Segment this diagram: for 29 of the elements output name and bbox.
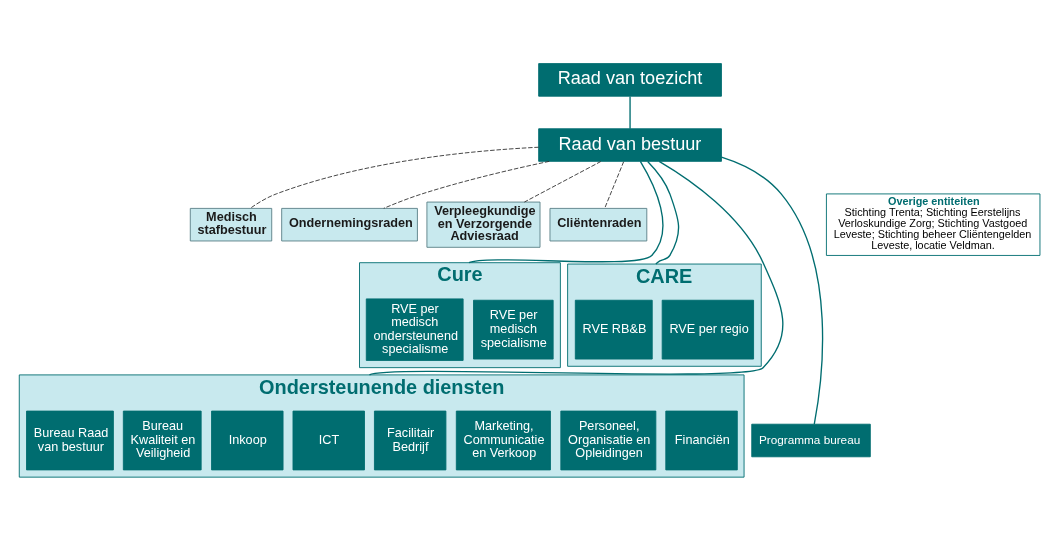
connector — [604, 161, 625, 209]
node-box: Bureau Kwaliteit en Veiligheid — [122, 410, 202, 471]
node-box: Programma bureau — [751, 423, 871, 458]
node-box: Raad van bestuur — [538, 128, 722, 162]
node-box: Inkoop — [211, 410, 284, 471]
connector — [249, 146, 540, 209]
node-box: Facilitair Bedrijf — [374, 410, 447, 471]
node-box: Overige entiteiten Stichting Trenta; Stichting Eerstelijns Verloskundige Zorg; Stichting Vastgoed Leveste; Stichting beheer Cliëntengelden Leveste, locatie Veldman. — [825, 193, 1041, 256]
node-box: Cliëntenraden — [549, 207, 648, 242]
node-box: RVE per medisch specialisme — [473, 299, 554, 360]
node-box: RVE RB&B — [574, 299, 653, 360]
node-box: Marketing, Communicatie en Verkoop — [455, 410, 551, 471]
node-box: Verpleegkundige en Verzorgende Adviesraad — [426, 201, 541, 248]
node-box: Raad van toezicht — [538, 63, 722, 97]
connector — [647, 160, 680, 265]
node-box: RVE per regio — [661, 299, 755, 360]
connector — [720, 156, 824, 425]
connector — [468, 160, 664, 264]
node-box: RVE per medisch ondersteunend specialisme — [365, 298, 464, 361]
node-box: Financiën — [665, 410, 738, 471]
connector — [523, 161, 602, 203]
connector — [629, 95, 631, 130]
node-box: Medisch stafbestuur — [189, 207, 273, 242]
connector — [383, 160, 550, 209]
node-box: Bureau Raad van bestuur — [26, 410, 114, 471]
node-box: Personeel, Organisatie en Opleidingen — [560, 410, 657, 471]
node-box: ICT — [292, 410, 365, 471]
node-box: Ondernemingsraden — [281, 207, 418, 242]
connector — [368, 160, 784, 376]
